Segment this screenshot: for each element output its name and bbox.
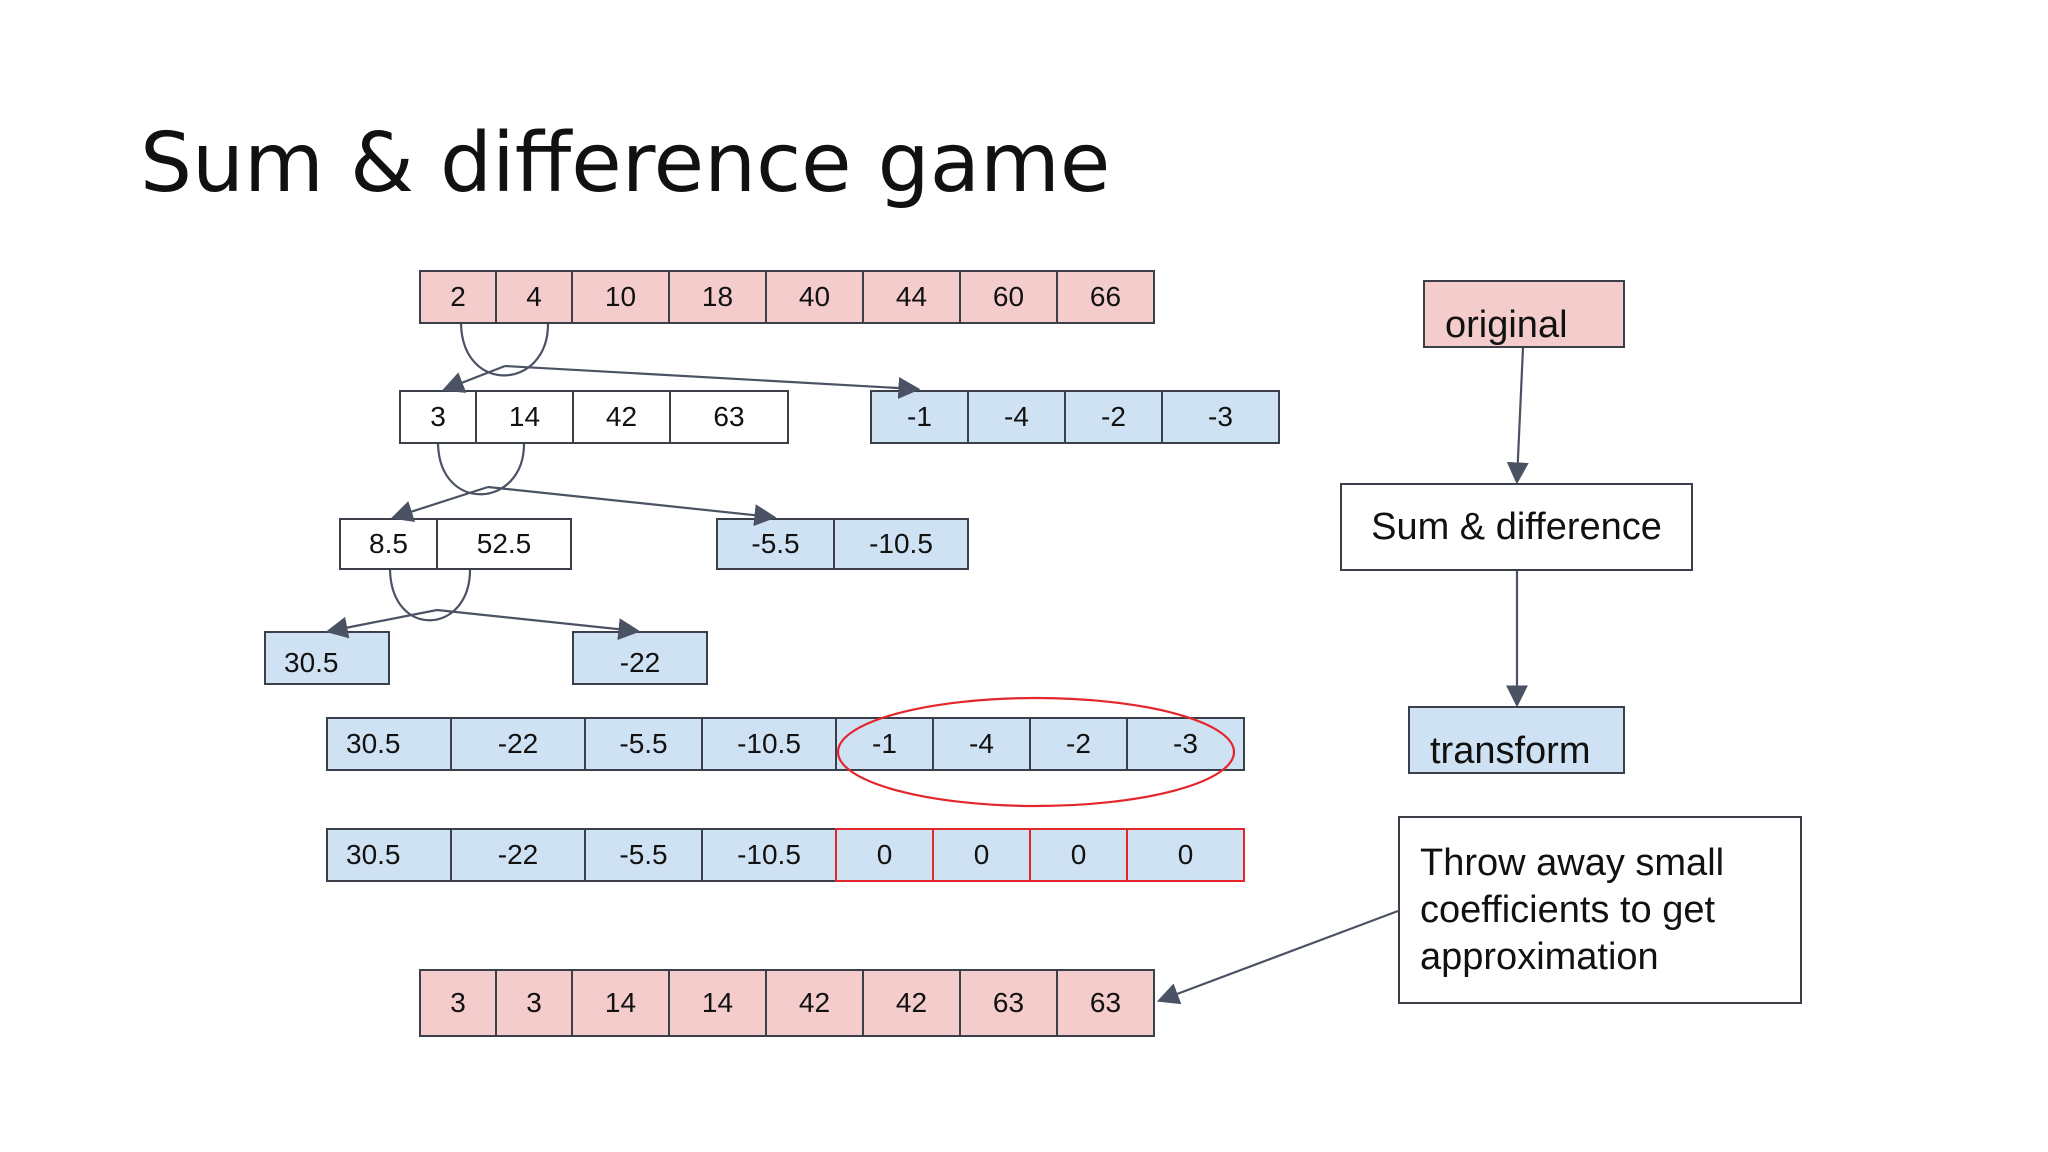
level3-diff-row: -22 — [572, 631, 708, 685]
transform-cell: -1 — [835, 717, 934, 771]
pair-arc — [459, 323, 550, 377]
diff-arrow — [504, 364, 921, 399]
transform-cell: -10.5 — [701, 717, 837, 771]
original-cell: 2 — [419, 270, 497, 324]
diff-cell: -22 — [572, 631, 708, 685]
original-cell: 4 — [495, 270, 573, 324]
slide-title: Sum & difference game — [140, 116, 1111, 211]
sum-arrow — [441, 364, 506, 393]
zeroed-cell: 0 — [835, 828, 934, 882]
sum-cell: 30.5 — [264, 631, 390, 685]
diff-cell: -5.5 — [716, 518, 835, 570]
sum-cell: 52.5 — [436, 518, 572, 570]
zeroed-cell: 0 — [1126, 828, 1245, 882]
transform-row: 30.5 -22 -5.5 -10.5 -1 -4 -2 -3 — [326, 717, 1245, 771]
sum-cell: 14 — [475, 390, 574, 444]
sum-cell: 63 — [669, 390, 789, 444]
thresholded-cell: 30.5 — [326, 828, 452, 882]
pair-arc — [388, 569, 472, 622]
diff-cell: -4 — [967, 390, 1066, 444]
transform-cell: 30.5 — [326, 717, 452, 771]
thresholded-row: 30.5 -22 -5.5 -10.5 0 0 0 0 — [326, 828, 1245, 882]
flow-sum-difference-label: Sum & difference — [1371, 505, 1662, 548]
approximation-cell: 3 — [495, 969, 573, 1037]
sum-cell: 3 — [399, 390, 477, 444]
approximation-cell: 14 — [571, 969, 670, 1037]
sum-arrow — [390, 485, 489, 523]
original-cell: 40 — [765, 270, 864, 324]
zeroed-cell: 0 — [932, 828, 1031, 882]
sum-cell: 8.5 — [339, 518, 438, 570]
diff-cell: -1 — [870, 390, 969, 444]
diff-arrow — [487, 485, 777, 527]
diff-cell: -10.5 — [833, 518, 969, 570]
original-cell: 10 — [571, 270, 670, 324]
approximation-row: 3 3 14 14 42 42 63 63 — [419, 969, 1155, 1037]
original-cell: 44 — [862, 270, 961, 324]
original-cell: 18 — [668, 270, 767, 324]
approximation-cell: 42 — [862, 969, 961, 1037]
level2-sums-row: 8.5 52.5 — [339, 518, 572, 570]
level2-diffs-row: -5.5 -10.5 — [716, 518, 969, 570]
diff-arrow — [436, 608, 641, 641]
original-cell: 66 — [1056, 270, 1155, 324]
transform-cell: -22 — [450, 717, 586, 771]
sum-arrow — [325, 608, 438, 639]
approximation-arrow — [1156, 909, 1399, 1005]
approximation-cell: 42 — [765, 969, 864, 1037]
approximation-cell: 63 — [959, 969, 1058, 1037]
transform-cell: -2 — [1029, 717, 1128, 771]
sum-cell: 42 — [572, 390, 671, 444]
transform-cell: -3 — [1126, 717, 1245, 771]
flow-original-box: original — [1423, 280, 1625, 348]
flow-throw-away-label: Throw away small coefficients to get app… — [1420, 842, 1725, 978]
level1-diffs-row: -1 -4 -2 -3 — [870, 390, 1280, 444]
flow-throw-away-box: Throw away small coefficients to get app… — [1398, 816, 1802, 1004]
thresholded-cell: -22 — [450, 828, 586, 882]
flow-original-label: original — [1445, 304, 1568, 346]
level3-sum-row: 30.5 — [264, 631, 390, 685]
thresholded-cell: -10.5 — [701, 828, 837, 882]
flow-sum-difference-box: Sum & difference — [1340, 483, 1693, 571]
flow-arrow — [1506, 347, 1529, 485]
transform-cell: -5.5 — [584, 717, 703, 771]
zeroed-cell: 0 — [1029, 828, 1128, 882]
flow-transform-label: transform — [1430, 730, 1591, 772]
diff-cell: -2 — [1064, 390, 1163, 444]
original-cell: 60 — [959, 270, 1058, 324]
transform-cell: -4 — [932, 717, 1031, 771]
approximation-cell: 63 — [1056, 969, 1155, 1037]
flow-transform-box: transform — [1408, 706, 1625, 774]
original-row: 2 4 10 18 40 44 60 66 — [419, 270, 1155, 324]
pair-arc — [436, 443, 526, 496]
approximation-cell: 3 — [419, 969, 497, 1037]
diff-cell: -3 — [1161, 390, 1280, 444]
thresholded-cell: -5.5 — [584, 828, 703, 882]
level1-sums-row: 3 14 42 63 — [399, 390, 789, 444]
approximation-cell: 14 — [668, 969, 767, 1037]
